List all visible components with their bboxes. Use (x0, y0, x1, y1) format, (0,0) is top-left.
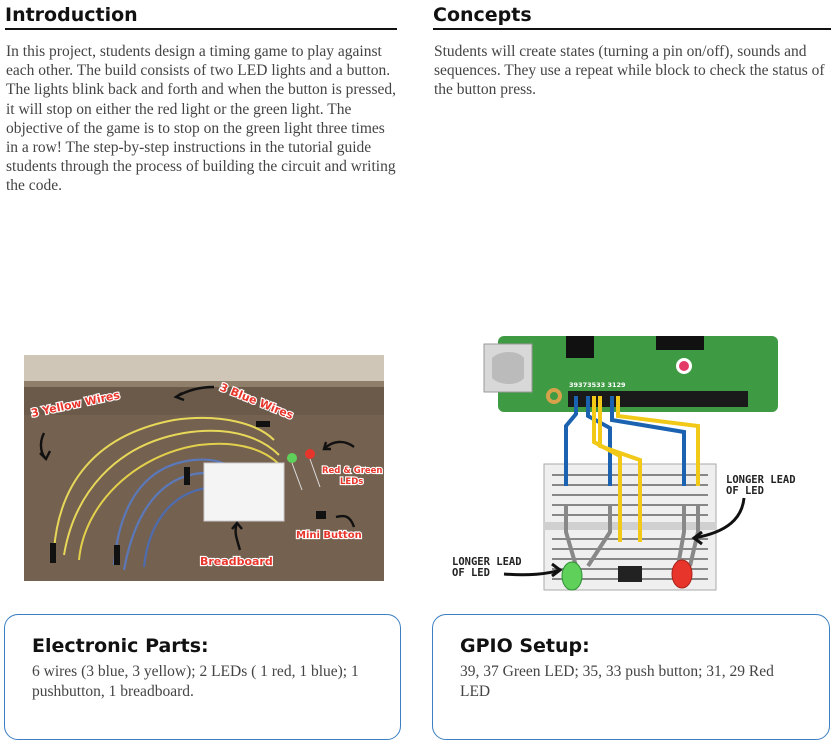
longer-lead-left-line1: LONGER LEAD (452, 556, 522, 568)
electronic-parts-title: Electronic Parts: (32, 635, 209, 657)
introduction-section: Introduction In this project, students d… (5, 0, 397, 196)
label-mini-button: Mini Button (296, 530, 362, 541)
electronic-parts-card: Electronic Parts: 6 wires (3 blue, 3 yel… (4, 614, 401, 740)
label-leds-line2: LEDs (340, 477, 363, 487)
pin-number-labels: 39373533 3129 (569, 381, 626, 389)
label-breadboard: Breadboard (200, 555, 273, 568)
introduction-body: In this project, students design a timin… (6, 43, 397, 195)
longer-lead-right-line1: LONGER LEAD (726, 474, 796, 486)
gpio-setup-card: GPIO Setup: 39, 37 Green LED; 35, 33 pus… (432, 614, 830, 740)
label-leds-line1: Red & Green (322, 466, 382, 476)
gpio-setup-body: 39, 37 Green LED; 35, 33 push button; 31… (460, 663, 774, 700)
parts-photo: 3 Yellow Wires 3 Blue Wires Red & Green … (24, 355, 384, 581)
parts-photo-illustration: 3 Yellow Wires 3 Blue Wires Red & Green … (24, 355, 384, 581)
gpio-setup-title: GPIO Setup: (460, 635, 590, 657)
wiring-diagram-illustration: 39373533 3129 (452, 336, 796, 591)
concepts-section: Concepts Students will create states (tu… (433, 0, 831, 100)
electronic-parts-body: 6 wires (3 blue, 3 yellow); 2 LEDs ( 1 r… (32, 663, 359, 700)
introduction-title: Introduction (5, 3, 397, 30)
longer-lead-right-line2: OF LED (726, 485, 764, 497)
gpio-wiring-diagram: 39373533 3129 (448, 336, 828, 598)
concepts-body: Students will create states (turning a p… (434, 43, 825, 99)
concepts-title: Concepts (433, 3, 831, 30)
longer-lead-left-line2: OF LED (452, 567, 490, 579)
